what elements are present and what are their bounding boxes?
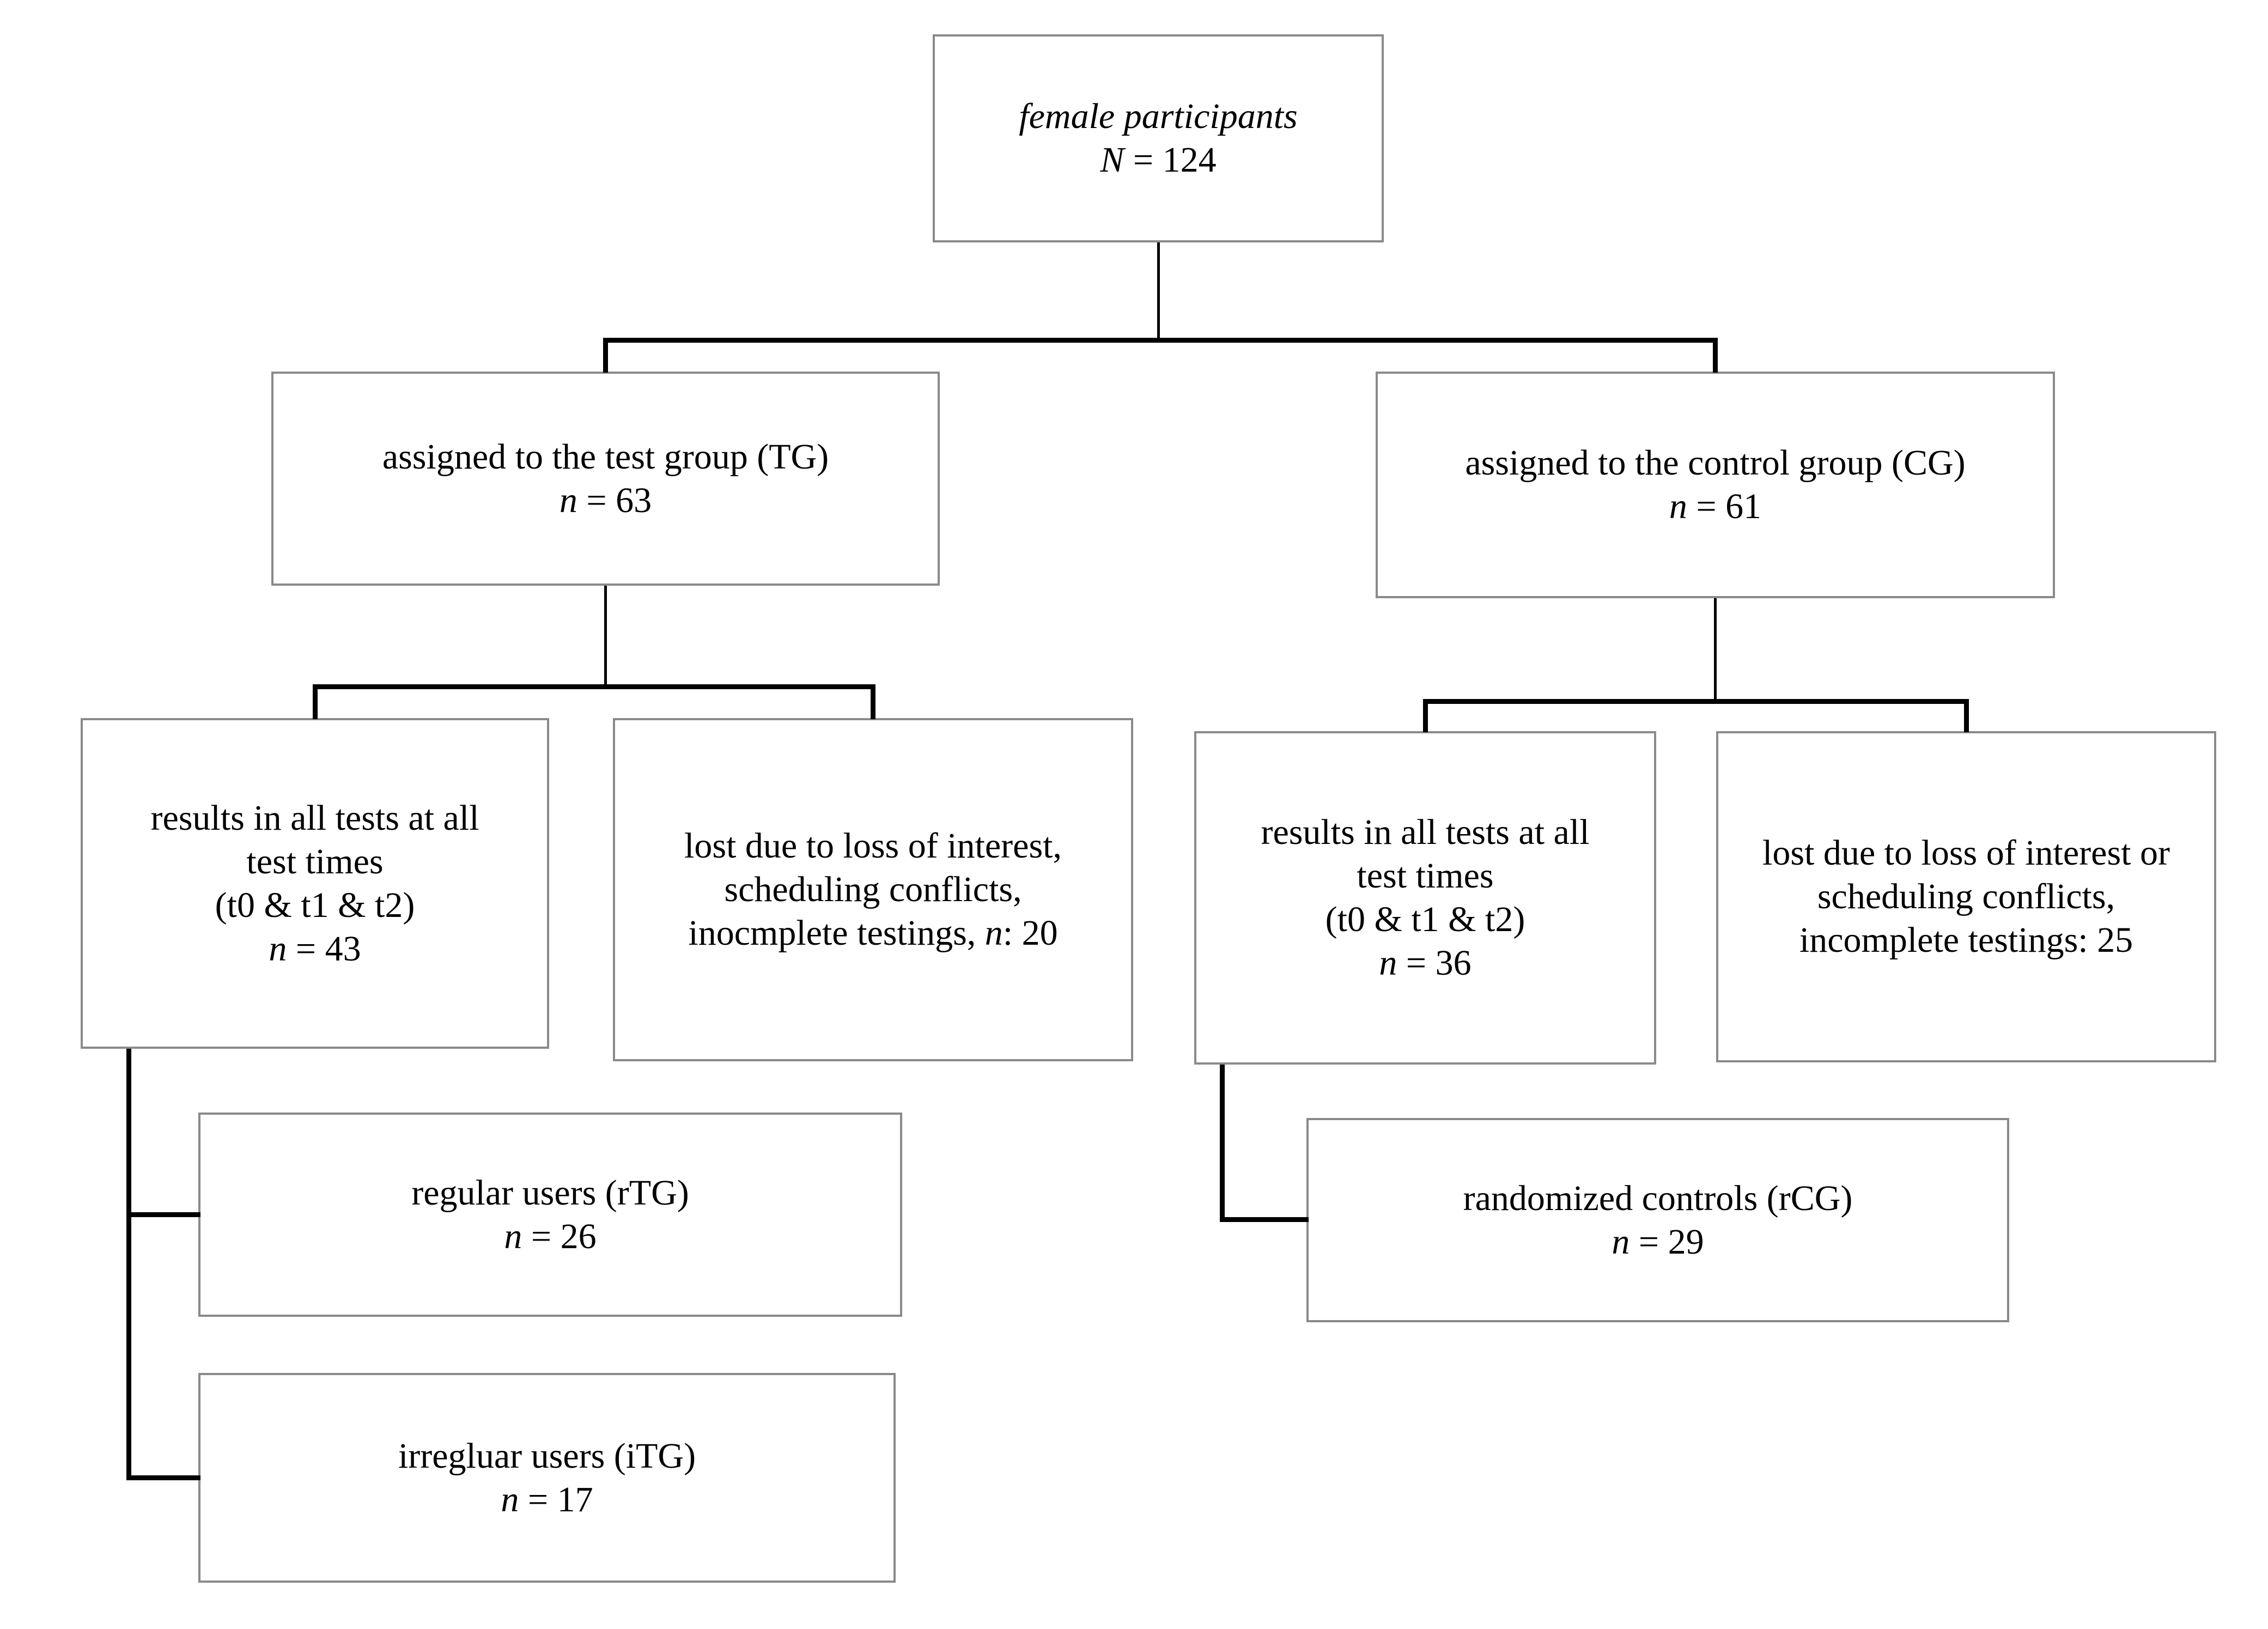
tg-lost-count-var: n <box>984 913 1003 953</box>
cg-lost-line3: incomplete testings: 25 <box>1799 920 2133 960</box>
box-tg-lost: lost due to loss of interest, scheduling… <box>613 718 1133 1061</box>
cg-results-line2: test times <box>1357 856 1494 896</box>
connector-rtg-elbow <box>126 1212 200 1217</box>
connector-cg-results-trunk <box>1220 1065 1225 1222</box>
tg-results-line2: test times <box>246 841 384 882</box>
connector-root-stub <box>1157 242 1160 339</box>
connector-cg-drop-left <box>1423 699 1428 732</box>
tg-results-count: n = 43 <box>150 927 479 971</box>
box-tg-lost-text: lost due to loss of interest, scheduling… <box>684 824 1062 955</box>
cg-results-count-var: n <box>1379 943 1397 983</box>
box-test-group: assigned to the test group (TG) n = 63 <box>271 372 940 586</box>
box-cg-results: results in all tests at all test times (… <box>1194 731 1656 1065</box>
randomized-controls-count: n = 29 <box>1463 1220 1853 1264</box>
cg-results-line3: (t0 & t1 & t2) <box>1325 899 1525 939</box>
irregular-users-count: n = 17 <box>398 1478 696 1522</box>
cg-lost-line2: scheduling conflicts, <box>1817 877 2115 916</box>
tg-lost-line1: lost due to loss of interest, <box>684 826 1062 866</box>
test-group-count-var: n <box>559 480 577 520</box>
cg-results-line1: results in all tests at all <box>1261 812 1590 852</box>
box-total-participants: female participants N = 124 <box>933 34 1384 242</box>
box-test-group-text: assigned to the test group (TG) n = 63 <box>382 435 829 522</box>
connector-tg-results-trunk <box>126 1049 131 1480</box>
connector-root-drop-right <box>1713 338 1718 373</box>
tg-lost-line2: scheduling conflicts, <box>724 870 1022 909</box>
box-tg-results-text: results in all tests at all test times (… <box>150 797 479 971</box>
randomized-controls-count-value: = 29 <box>1629 1221 1704 1262</box>
connector-root-bar <box>603 338 1718 343</box>
tg-results-line1: results in all tests at all <box>150 798 479 838</box>
regular-users-count: n = 26 <box>411 1215 689 1259</box>
connector-cg-drop-right <box>1964 699 1969 732</box>
tg-results-count-value: = 43 <box>287 928 361 969</box>
control-group-title: assigned to the control group (CG) <box>1465 443 1966 483</box>
connector-tg-bar <box>313 684 875 689</box>
box-cg-results-text: results in all tests at all test times (… <box>1261 811 1589 985</box>
connector-tg-stub <box>604 586 607 685</box>
connector-cg-bar <box>1423 699 1969 704</box>
randomized-controls-count-var: n <box>1612 1221 1630 1262</box>
connector-itg-elbow <box>126 1475 200 1480</box>
cg-results-count: n = 36 <box>1261 941 1589 985</box>
control-group-count-var: n <box>1669 487 1687 526</box>
total-count-value: = 124 <box>1124 140 1217 180</box>
connector-tg-drop-left <box>313 684 318 719</box>
box-regular-users: regular users (rTG) n = 26 <box>198 1113 902 1317</box>
connector-cg-stub <box>1714 598 1717 700</box>
box-irregular-users-text: irregluar users (iTG) n = 17 <box>398 1435 696 1522</box>
irregular-users-count-var: n <box>501 1479 519 1519</box>
cg-results-count-value: = 36 <box>1397 943 1472 983</box>
box-tg-results: results in all tests at all test times (… <box>81 718 549 1049</box>
randomized-controls-title: randomized controls (rCG) <box>1463 1178 1853 1218</box>
box-cg-lost-text: lost due to loss of interest or scheduli… <box>1762 831 2170 962</box>
box-irregular-users: irregluar users (iTG) n = 17 <box>198 1373 896 1583</box>
regular-users-count-var: n <box>504 1216 522 1256</box>
irregular-users-title: irregluar users (iTG) <box>398 1436 696 1476</box>
cg-lost-line1: lost due to loss of interest or <box>1762 833 2170 873</box>
box-randomized-controls: randomized controls (rCG) n = 29 <box>1306 1118 2009 1322</box>
box-regular-users-text: regular users (rTG) n = 26 <box>411 1171 689 1259</box>
total-count: N = 124 <box>1019 138 1297 182</box>
total-count-var: N <box>1100 140 1124 180</box>
tg-lost-count-value: : 20 <box>1002 913 1058 953</box>
test-group-count: n = 63 <box>382 479 829 522</box>
tg-results-count-var: n <box>269 928 287 969</box>
control-group-count: n = 61 <box>1465 485 1965 528</box>
connector-tg-drop-right <box>871 684 875 719</box>
box-control-group: assigned to the control group (CG) n = 6… <box>1376 372 2055 598</box>
test-group-title: assigned to the test group (TG) <box>382 436 829 477</box>
connector-root-drop-left <box>603 338 608 373</box>
regular-users-count-value: = 26 <box>522 1216 597 1256</box>
irregular-users-count-value: = 17 <box>519 1479 593 1519</box>
regular-users-title: regular users (rTG) <box>411 1172 689 1213</box>
control-group-count-value: = 61 <box>1687 487 1762 526</box>
tg-lost-line3: inocmplete testings, n: 20 <box>684 911 1062 955</box>
test-group-count-value: = 63 <box>577 480 652 520</box>
tg-results-line3: (t0 & t1 & t2) <box>215 885 415 925</box>
box-control-group-text: assigned to the control group (CG) n = 6… <box>1465 441 1965 528</box>
total-title: female participants <box>1019 96 1298 136</box>
box-randomized-controls-text: randomized controls (rCG) n = 29 <box>1463 1177 1853 1264</box>
box-total-text: female participants N = 124 <box>1019 95 1297 182</box>
connector-rcg-elbow <box>1220 1217 1309 1222</box>
tg-lost-line3-pre: inocmplete testings, <box>688 913 985 953</box>
box-cg-lost: lost due to loss of interest or scheduli… <box>1716 731 2216 1062</box>
